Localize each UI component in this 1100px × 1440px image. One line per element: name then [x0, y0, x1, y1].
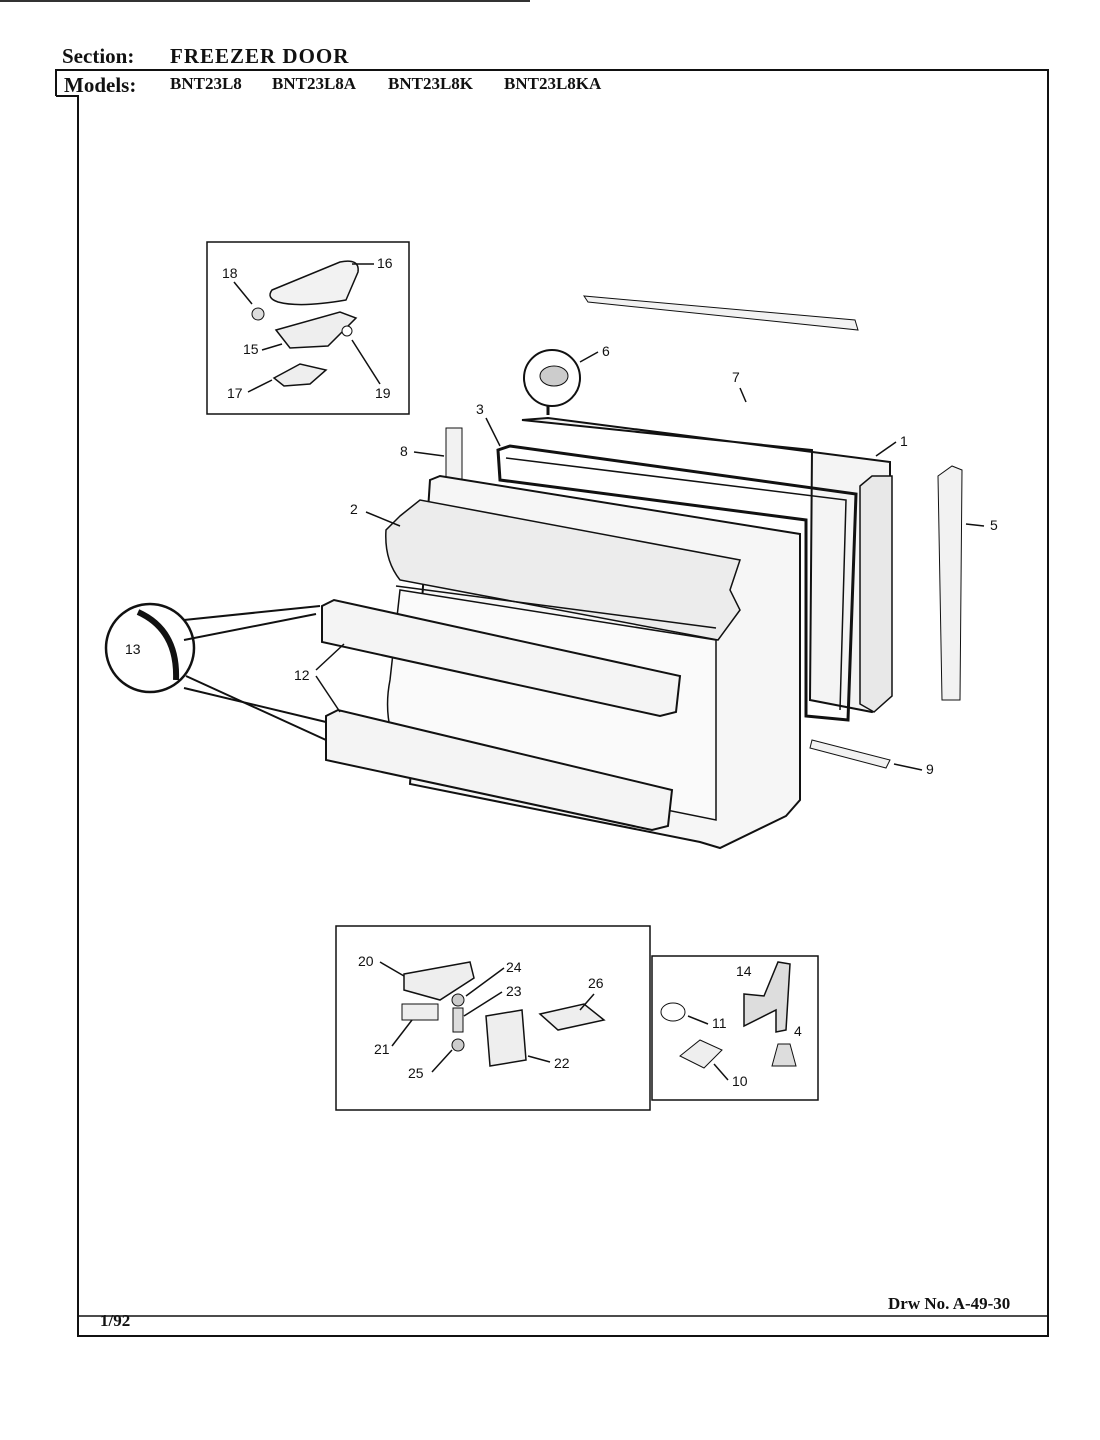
callout-25: 25 — [408, 1065, 424, 1081]
callout-22: 22 — [554, 1055, 570, 1071]
inset-box-bottom-hinge — [335, 925, 651, 1111]
part-21-shim — [401, 1003, 439, 1021]
part-13-detail-circle — [104, 602, 196, 694]
inset-box-top-hinge — [206, 241, 410, 415]
models-label: Models: — [64, 73, 137, 97]
part-3-gasket — [496, 444, 858, 722]
part-22-hinge — [485, 1009, 527, 1067]
part-7-strip — [583, 295, 859, 331]
callout-9: 9 — [926, 761, 934, 777]
part-19-washer — [341, 325, 353, 337]
callout-12: 12 — [294, 667, 310, 683]
callout-16: 16 — [377, 255, 393, 271]
part-25-washer — [451, 1038, 465, 1052]
model-2: BNT23L8A — [272, 74, 357, 93]
part-24-washer — [451, 993, 465, 1007]
model-3: BNT23L8K — [388, 74, 474, 93]
callout-20: 20 — [358, 953, 374, 969]
callout-13: 13 — [125, 641, 141, 657]
section-title: FREEZER DOOR — [170, 44, 350, 68]
footer-date: 1/92 — [100, 1311, 131, 1330]
part-12-shelf-upper — [321, 598, 682, 718]
top-edge-line — [0, 0, 530, 2]
part-20-bracket — [403, 961, 475, 1001]
callout-5: 5 — [990, 517, 998, 533]
part-9-strip — [809, 739, 891, 769]
callout-8: 8 — [400, 443, 408, 459]
inset-box-small-parts — [651, 955, 819, 1101]
part-11-cap — [660, 1002, 686, 1022]
callout-23: 23 — [506, 983, 522, 999]
part-10-cover — [679, 1039, 723, 1069]
callout-19: 19 — [375, 385, 391, 401]
callout-7: 7 — [732, 369, 740, 385]
callout-14: 14 — [736, 963, 752, 979]
callout-17: 17 — [227, 385, 243, 401]
callout-24: 24 — [506, 959, 522, 975]
part-17-shim — [272, 363, 328, 387]
part-26-plate — [538, 1003, 606, 1031]
callout-21: 21 — [374, 1041, 390, 1057]
part-4-stud — [771, 1043, 797, 1067]
part-5-strip — [937, 465, 963, 701]
part-18-screw — [251, 307, 265, 321]
callout-1: 1 — [900, 433, 908, 449]
section-label: Section: — [62, 44, 135, 68]
drawing-number: Drw No. A-49-30 — [888, 1294, 1011, 1313]
callout-6: 6 — [602, 343, 610, 359]
callout-4: 4 — [794, 1023, 802, 1039]
model-1: BNT23L8 — [170, 74, 242, 93]
callout-10: 10 — [732, 1073, 748, 1089]
part-16-hinge-cover — [269, 260, 359, 306]
callout-18: 18 — [222, 265, 238, 281]
callout-26: 26 — [588, 975, 604, 991]
model-4: BNT23L8KA — [504, 74, 602, 93]
callout-3: 3 — [476, 401, 484, 417]
callout-11: 11 — [712, 1015, 727, 1031]
callout-15: 15 — [243, 341, 259, 357]
part-14-handle — [743, 961, 791, 1033]
callout-2: 2 — [350, 501, 358, 517]
part-6-plug — [539, 365, 569, 387]
part-23-pin — [452, 1007, 464, 1033]
